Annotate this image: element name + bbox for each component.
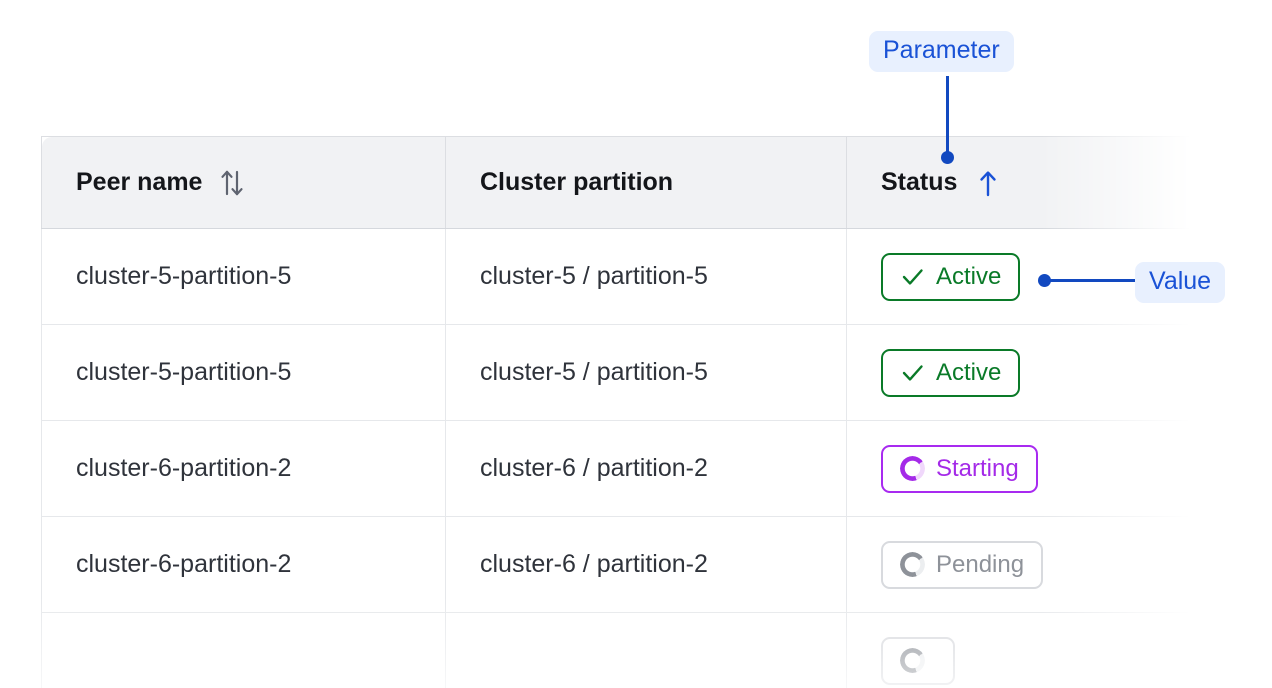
- cell-peer-name: cluster-5-partition-5: [41, 324, 446, 421]
- annotation-dot-parameter: [941, 151, 954, 164]
- cell-status: Active: [846, 324, 1193, 421]
- cell-status: [846, 612, 1193, 688]
- annotation-line-value: [1044, 279, 1136, 282]
- cell-status: Active: [846, 228, 1193, 325]
- status-badge: Active: [881, 348, 1021, 397]
- spinner-icon: [900, 648, 925, 673]
- cell-cluster-partition: [445, 612, 847, 688]
- spinner-icon: [900, 456, 925, 481]
- table-body: cluster-5-partition-5 cluster-5 / partit…: [41, 228, 1193, 688]
- annotation-line-parameter: [946, 76, 949, 158]
- table-row[interactable]: cluster-6-partition-2 cluster-6 / partit…: [41, 516, 1193, 613]
- status-badge: Active: [881, 252, 1021, 301]
- check-icon: [902, 269, 923, 285]
- status-badge: Starting: [881, 444, 1038, 493]
- cell-peer-name: [41, 612, 446, 688]
- status-label: Active: [936, 262, 1002, 290]
- status-label: Active: [936, 358, 1002, 386]
- annotation-badge-parameter: Parameter: [869, 31, 1014, 72]
- column-header-status[interactable]: Status: [846, 136, 1193, 229]
- status-badge: [881, 636, 955, 685]
- column-header-label: Peer name: [76, 168, 203, 196]
- cell-status: Starting: [846, 420, 1193, 517]
- arrow-up-icon[interactable]: [974, 168, 1002, 198]
- cell-cluster-partition: cluster-6 / partition-2: [445, 420, 847, 517]
- status-label: Pending: [936, 550, 1025, 578]
- column-header-label: Cluster partition: [480, 168, 674, 196]
- status-badge: Pending: [881, 540, 1044, 589]
- cell-peer-name: cluster-6-partition-2: [41, 516, 446, 613]
- cell-cluster-partition: cluster-5 / partition-5: [445, 228, 847, 325]
- peer-table: Peer name Cluster partition: [41, 136, 1193, 688]
- cell-status: Pending: [846, 516, 1193, 613]
- sort-both-icon[interactable]: [219, 168, 245, 198]
- column-header-label: Status: [881, 168, 958, 196]
- column-header-peer-name[interactable]: Peer name: [41, 136, 446, 229]
- annotation-badge-value: Value: [1135, 262, 1226, 303]
- annotation-dot-value: [1038, 274, 1051, 287]
- cell-cluster-partition: cluster-5 / partition-5: [445, 324, 847, 421]
- table-row[interactable]: cluster-6-partition-2 cluster-6 / partit…: [41, 420, 1193, 517]
- table-header: Peer name Cluster partition: [41, 136, 1193, 229]
- peer-table-container: Peer name Cluster partition: [41, 136, 1193, 688]
- cell-peer-name: cluster-5-partition-5: [41, 228, 446, 325]
- table-header-row: Peer name Cluster partition: [41, 136, 1193, 229]
- cell-peer-name: cluster-6-partition-2: [41, 420, 446, 517]
- status-label: Starting: [936, 454, 1019, 482]
- check-icon: [902, 365, 923, 381]
- table-row[interactable]: cluster-5-partition-5 cluster-5 / partit…: [41, 228, 1193, 325]
- column-header-cluster-partition[interactable]: Cluster partition: [445, 136, 847, 229]
- spinner-icon: [900, 552, 925, 577]
- cell-cluster-partition: cluster-6 / partition-2: [445, 516, 847, 613]
- table-row[interactable]: [41, 612, 1193, 688]
- table-row[interactable]: cluster-5-partition-5 cluster-5 / partit…: [41, 324, 1193, 421]
